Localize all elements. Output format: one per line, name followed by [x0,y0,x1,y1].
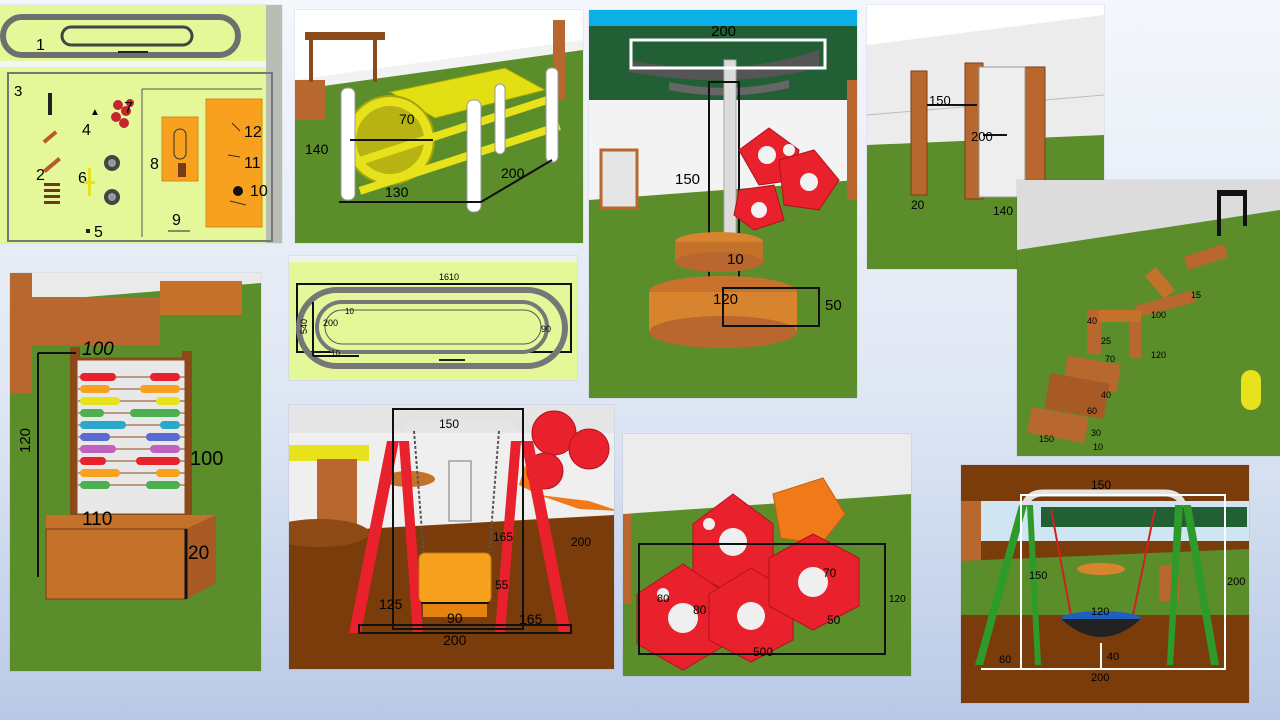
dome-d1: 80 [657,593,669,605]
track-panel: 1610 540 200 10 10 90 [289,256,577,380]
beam-d8: 60 [1087,406,1097,416]
nest-swing-drawing: 150 150 200 120 40 60 200 [961,465,1249,703]
tunnel-panel: 70 140 130 200 [295,10,583,243]
plan-label-4: 4 [82,122,91,139]
beam-d4: 25 [1101,336,1111,346]
balance-beams-drawing: 15 100 40 25 70 120 40 60 30 150 10 [1017,180,1280,456]
track-icon: 1610 540 200 10 10 90 [289,256,577,380]
plan-label-12: 12 [244,124,262,141]
swing-icon: 150 165 200 55 125 90 165 200 [289,405,614,669]
mushroom-height: 150 [675,171,700,188]
plan-label-8: 8 [150,156,159,173]
beam-d11: 10 [1093,442,1103,452]
track-length: 1610 [439,272,459,282]
plan-label-9: 9 [172,212,181,229]
dome-d4: 50 [827,613,841,627]
dome-d3: 70 [823,566,837,580]
mushroom-base-height: 50 [825,297,842,314]
climbing-dome-icon: 80 80 70 50 500 120 [623,434,911,676]
beam-d10: 150 [1039,434,1054,444]
dome-width: 500 [753,645,773,659]
beam-d7: 40 [1101,390,1111,400]
nest-right-height: 200 [1227,576,1245,588]
balance-beams-panel: 15 100 40 25 70 120 40 60 30 150 10 [1017,180,1280,456]
plan-label-1: 1 [36,37,45,54]
site-plan-drawing: 1 3 2 4 ▲ 6 5 7 8 9 12 11 10 [0,5,282,243]
plan-label-10: 10 [250,183,268,200]
tunnel-diameter: 70 [399,111,415,127]
abacus-total-height: 120 [17,428,34,453]
plan-label-11: 11 [244,155,261,172]
domes-panel: 80 80 70 50 500 120 [623,434,911,676]
swing-base: 200 [443,632,467,648]
beam-d6: 120 [1151,350,1166,360]
nest-left-height: 150 [1029,570,1047,582]
wall-panel-width: 140 [993,204,1013,218]
swing-seat-offset: 125 [379,596,403,612]
abacus-height: 100 [190,448,223,470]
wall-post-width: 20 [911,198,925,212]
wall-height: 200 [971,129,993,144]
track-width: 540 [299,319,309,334]
swing-seat-height: 55 [495,578,509,592]
swing-leg: 165 [519,611,543,627]
svg-text:▲: ▲ [90,107,100,118]
swing-top: 150 [439,417,459,431]
mushroom-pole: 10 [727,251,744,268]
mushroom-base-diameter: 120 [713,291,738,308]
nest-diameter: 120 [1091,606,1109,618]
track-gap2: 10 [331,349,340,358]
plan-label-6: 6 [78,170,87,187]
abacus-base-width: 110 [82,509,112,530]
mushroom-drawing: 200 150 10 120 50 [589,10,857,398]
beam-d3: 40 [1087,316,1097,326]
track-end: 90 [541,324,551,334]
wall-left-post: 150 [929,93,951,108]
abacus-top-width: 100 [82,339,114,360]
swing-panel: 150 165 200 55 125 90 165 200 [289,405,614,669]
tunnel-height: 140 [305,141,329,157]
tunnel-width: 200 [501,165,525,181]
nest-swing-panel: 150 150 200 120 40 60 200 [961,465,1249,703]
plan-label-7: 7 [124,100,133,117]
beam-d1: 15 [1191,290,1201,300]
nest-top: 150 [1091,478,1111,492]
dome-height: 120 [889,594,906,605]
swing-chain: 165 [493,530,513,544]
climbing-dome-icon [111,99,134,128]
beam-d2: 100 [1151,310,1166,320]
plan-label-2: 2 [36,167,45,184]
dome-d2: 80 [693,603,707,617]
abacus-icon: 100 100 120 110 20 [10,273,261,671]
tunnel-icon: 70 140 130 200 [295,10,583,243]
beam-d5: 70 [1105,354,1115,364]
plan-label-5: 5 [94,224,103,241]
swing-seat-width: 90 [447,610,463,626]
abacus-panel: 100 100 120 110 20 [10,273,261,671]
beam-d9: 30 [1091,428,1101,438]
mushroom-panel: 200 150 10 120 50 [589,10,857,398]
track-icon [0,14,241,58]
abacus-base-height: 20 [188,543,209,564]
swing-height: 200 [571,535,591,549]
mushroom-top: 200 [711,23,736,40]
nest-leg: 60 [999,654,1011,666]
site-plan-panel: 1 3 2 4 ▲ 6 5 7 8 9 12 11 10 [0,5,282,243]
nest-base: 200 [1091,672,1109,684]
track-gap1: 10 [345,307,354,316]
tunnel-length: 130 [385,184,409,200]
plan-label-3: 3 [14,83,22,100]
nest-seat-height: 40 [1107,651,1119,663]
track-inner-length: 200 [323,318,338,328]
